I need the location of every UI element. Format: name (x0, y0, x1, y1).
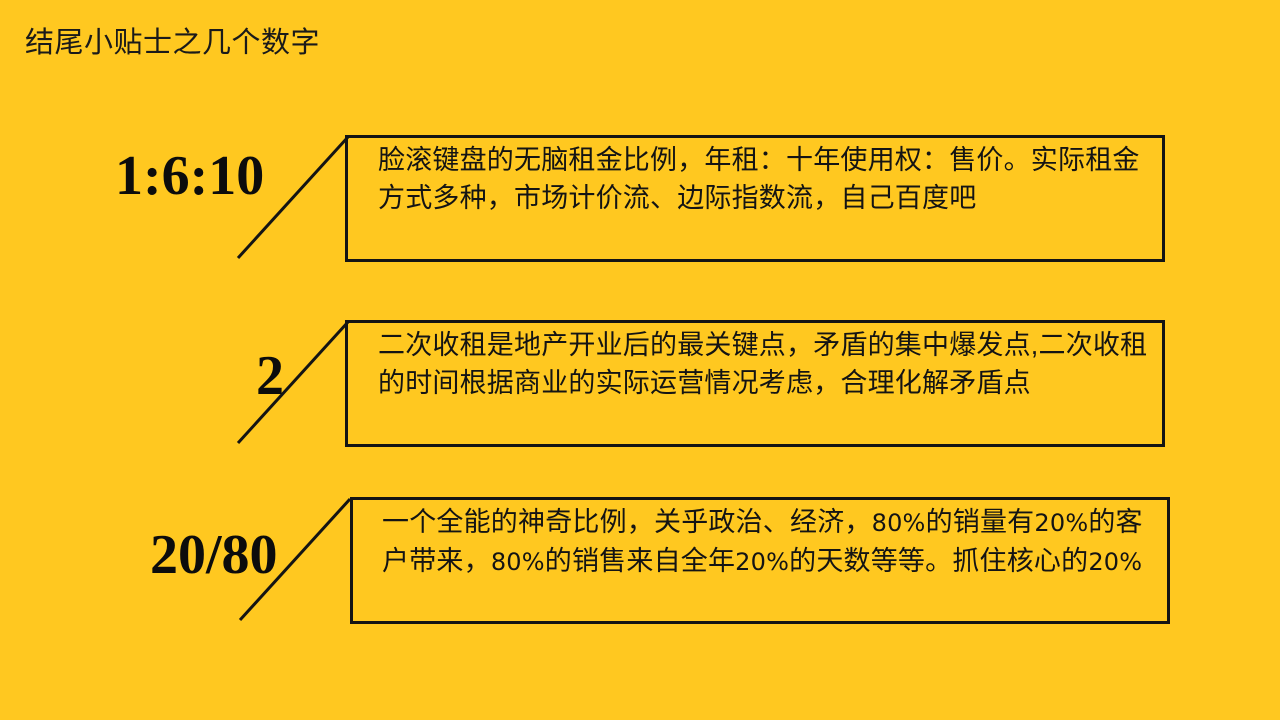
page-title: 结尾小贴士之几个数字 (25, 27, 321, 59)
big-number-3: 20/80 (150, 524, 278, 586)
leader-line-2 (236, 320, 350, 445)
callout-row-1: 1:6:10 脸滚键盘的无脑租金比例，年租：十年使用权：售价。实际租金方式多种，… (0, 0, 1280, 300)
inline-figure: 20% (1034, 509, 1089, 537)
inline-figure: 20% (735, 548, 790, 576)
big-number-1: 1:6:10 (115, 145, 265, 207)
callout-text-2: 二次收租是地产开业后的最关键点，矛盾的集中爆发点,二次收租的时间根据商业的实际运… (378, 330, 1148, 398)
callout-box-3 (350, 497, 1170, 624)
callout-text-1: 脸滚键盘的无脑租金比例，年租：十年使用权：售价。实际租金方式多种，市场计价流、边… (378, 145, 1140, 213)
big-number-2: 2 (256, 345, 284, 407)
inline-figure: 20% (1088, 548, 1143, 576)
inline-figure: 80% (490, 548, 545, 576)
inline-figure: 80% (871, 509, 926, 537)
callout-text-3: 一个全能的神奇比例，关乎政治、经济，80%的销量有20%的客户带来，80%的销售… (382, 507, 1143, 576)
